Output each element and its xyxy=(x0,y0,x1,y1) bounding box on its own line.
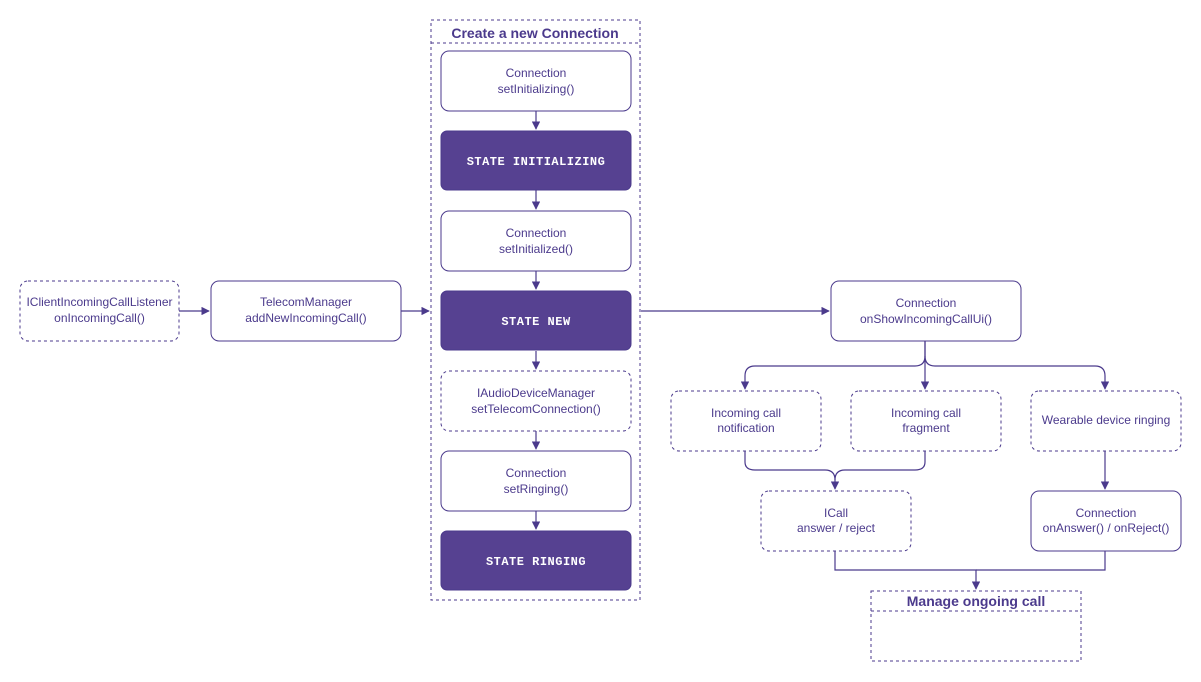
node-set-initializing: Connection setInitializing() xyxy=(440,50,632,112)
node-set-ringing-line2: setRinging() xyxy=(504,482,569,496)
node-audio-manager: IAudioDeviceManager setTelecomConnection… xyxy=(440,370,632,432)
node-set-initialized-line1: Connection xyxy=(506,226,567,240)
node-telecom: TelecomManager addNewIncomingCall() xyxy=(210,280,402,342)
edge-show-ui-wearable xyxy=(924,355,1110,390)
node-fragment: Incoming call fragment xyxy=(850,390,1002,452)
edge-notification-icall xyxy=(744,451,840,490)
node-state-initializing-label: STATE INITIALIZING xyxy=(467,155,606,169)
node-listener: IClientIncomingCallListener onIncomingCa… xyxy=(19,280,180,342)
node-state-ringing-label: STATE RINGING xyxy=(486,555,586,569)
node-show-ui: Connection onShowIncomingCallUi() xyxy=(830,280,1022,342)
node-icall: ICall answer / reject xyxy=(760,490,912,552)
node-on-answer-line1: Connection xyxy=(1076,506,1137,520)
node-telecom-line1: TelecomManager xyxy=(260,295,352,309)
node-listener-line1: IClientIncomingCallListener xyxy=(26,295,172,309)
node-wearable: Wearable device ringing xyxy=(1030,390,1182,452)
node-on-answer-line2: onAnswer() / onReject() xyxy=(1043,521,1170,535)
node-wearable-label: Wearable device ringing xyxy=(1042,413,1171,427)
node-icall-line2: answer / reject xyxy=(797,521,876,535)
node-set-initializing-line1: Connection xyxy=(506,66,567,80)
node-fragment-line1: Incoming call xyxy=(891,406,961,420)
node-on-answer: Connection onAnswer() / onReject() xyxy=(1030,490,1182,552)
group-create-connection-title: Create a new Connection xyxy=(451,25,618,41)
node-state-new-label: STATE NEW xyxy=(501,315,571,329)
node-state-ringing: STATE RINGING xyxy=(440,530,632,591)
node-set-ringing: Connection setRinging() xyxy=(440,450,632,512)
group-create-connection: Create a new Connection xyxy=(430,19,641,601)
node-icall-line1: ICall xyxy=(824,506,848,520)
node-show-ui-line2: onShowIncomingCallUi() xyxy=(860,312,992,326)
node-set-initialized-line2: setInitialized() xyxy=(499,242,573,256)
node-set-ringing-line1: Connection xyxy=(506,466,567,480)
node-notification-line1: Incoming call xyxy=(711,406,781,420)
edge-icall-manage xyxy=(834,551,981,590)
node-audio-manager-line2: setTelecomConnection() xyxy=(471,402,600,416)
edge-fragment-icall xyxy=(834,451,926,481)
node-set-initializing-line2: setInitializing() xyxy=(498,82,575,96)
node-notification-line2: notification xyxy=(717,421,774,435)
node-notification: Incoming call notification xyxy=(670,390,822,452)
node-show-ui-line1: Connection xyxy=(896,296,957,310)
edge-show-ui-notification xyxy=(740,341,926,390)
node-state-initializing: STATE INITIALIZING xyxy=(440,130,632,191)
node-audio-manager-line1: IAudioDeviceManager xyxy=(477,386,595,400)
node-state-new: STATE NEW xyxy=(440,290,632,351)
edge-on-answer-manage xyxy=(976,551,1106,571)
group-manage-call: Manage ongoing call xyxy=(870,590,1082,662)
edges xyxy=(179,111,1110,590)
node-listener-line2: onIncomingCall() xyxy=(54,311,145,325)
node-telecom-line2: addNewIncomingCall() xyxy=(245,311,366,325)
group-manage-call-title: Manage ongoing call xyxy=(907,593,1045,609)
node-set-initialized: Connection setInitialized() xyxy=(440,210,632,272)
node-fragment-line2: fragment xyxy=(902,421,950,435)
